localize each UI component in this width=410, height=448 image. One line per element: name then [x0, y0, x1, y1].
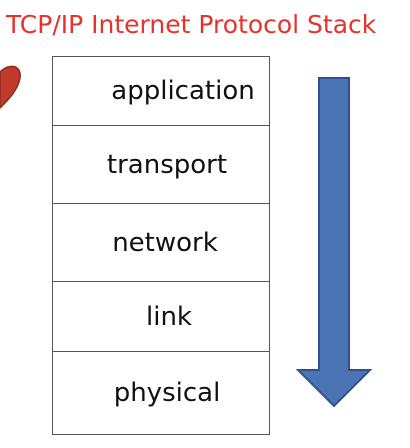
layer-label: physical — [113, 378, 221, 408]
layer-link: link — [53, 282, 269, 352]
layer-label: application — [111, 76, 255, 106]
diagram-title: TCP/IP Internet Protocol Stack — [6, 10, 377, 39]
layer-application: application — [53, 57, 269, 126]
layer-physical: physical — [53, 352, 269, 434]
heart-icon — [0, 65, 21, 110]
layer-label: network — [112, 227, 218, 258]
layer-transport: transport — [53, 126, 269, 204]
layer-label: transport — [106, 149, 228, 180]
layer-label: link — [146, 301, 192, 332]
protocol-stack: application transport network link physi… — [52, 56, 270, 435]
layer-network: network — [53, 204, 269, 282]
down-arrow-icon — [295, 77, 373, 408]
